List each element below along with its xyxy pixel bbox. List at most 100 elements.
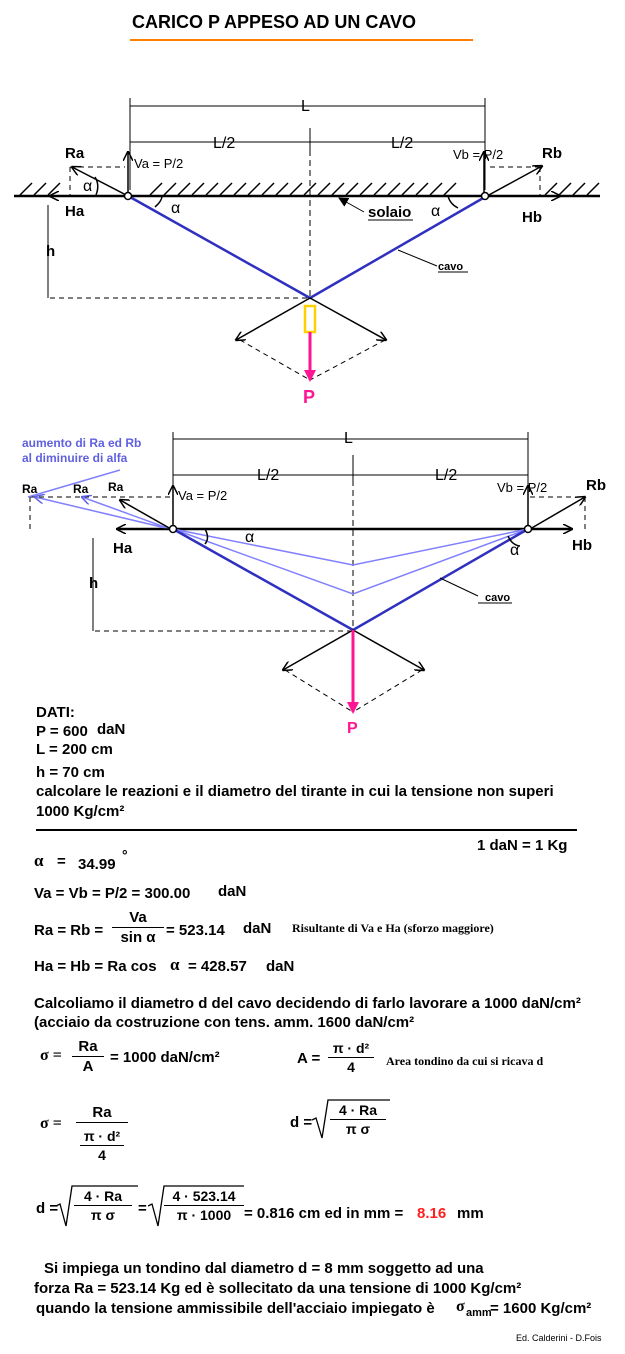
conversion-note: 1 daN = 1 Kg: [477, 837, 568, 854]
ra-unit: daN: [243, 920, 272, 937]
conclusion-sub: amm: [466, 1307, 492, 1319]
d1-h: h: [46, 243, 55, 260]
area-num: π · d²: [332, 1040, 370, 1056]
alpha-eq: =: [57, 853, 66, 870]
area-fraction: π · d² 4: [328, 1040, 374, 1075]
d2-mm-unit: mm: [457, 1205, 484, 1222]
d1-Hb: Hb: [522, 209, 542, 226]
sigma2-inner-den: 4: [98, 1147, 106, 1163]
d2-note-1: aumento di Ra ed Rb: [22, 436, 141, 450]
ra-value: = 523.14: [166, 922, 225, 939]
d2-Ha: Ha: [113, 540, 133, 557]
data-task-1: calcolare le reazioni e il diametro del …: [36, 783, 554, 800]
d2-note-2: al diminuire di alfa: [22, 451, 128, 465]
alpha-symbol: α: [34, 851, 44, 870]
sigma2-num: Ra: [92, 1104, 112, 1121]
cable-1: [129, 195, 486, 300]
d2-cavo: cavo: [485, 592, 510, 604]
d2-fraction-1: 4 · Ra π σ: [74, 1188, 132, 1223]
d1-alpha-b: α: [171, 200, 180, 217]
data-task-2: 1000 Kg/cm²: [36, 803, 125, 820]
data-P-unit: daN: [97, 721, 126, 738]
diagram-1: L L/2 L/2 Ra Va = P/2 Vb = P/2 Rb Ha Hb …: [14, 98, 600, 407]
ha-alpha: α: [170, 955, 180, 974]
area-note: Area tondino da cui si ricava d: [386, 1054, 544, 1068]
d2-Vb: Vb = P/2: [497, 480, 547, 495]
diam-line-1: Calcoliamo il diametro d del cavo decide…: [34, 995, 581, 1012]
d1-P: P: [303, 387, 315, 407]
d1-L2-right: L/2: [391, 135, 413, 152]
d2-L2-left: L/2: [257, 467, 279, 484]
va-line: Va = Vb = P/2 = 300.00: [34, 885, 191, 902]
d1-alpha-a: α: [83, 178, 92, 195]
diagram-2: aumento di Ra ed Rb al diminuire di alfa: [22, 430, 606, 737]
va-unit: daN: [218, 883, 247, 900]
sigma2-lhs: σ =: [40, 1115, 62, 1132]
d-den: π σ: [345, 1121, 371, 1137]
area-lhs: A =: [297, 1050, 321, 1067]
alpha-degree: °: [122, 847, 128, 863]
diam-line-2: (acciaio da costruzione con tens. amm. 1…: [34, 1014, 415, 1031]
ceiling-hatch-1: [14, 182, 600, 198]
d2-eq: =: [138, 1200, 147, 1217]
d1-cavo: cavo: [438, 261, 463, 273]
ha-unit: daN: [266, 958, 295, 975]
sigma2-fraction: Ra π · d² 4: [76, 1104, 128, 1163]
d2-den2: π · 1000: [176, 1207, 232, 1223]
d2-Ra-3: Ra: [108, 480, 124, 494]
d1-Ha: Ha: [65, 203, 85, 220]
d-num: 4 · Ra: [338, 1102, 378, 1118]
dimension-lines-1: [129, 98, 486, 190]
ra-num: Va: [129, 909, 147, 926]
d2-Va: Va = P/2: [178, 488, 227, 503]
d2-den: π σ: [90, 1207, 116, 1223]
d1-alpha-c: α: [431, 203, 440, 220]
data-heading: DATI:: [36, 704, 75, 721]
conclusion-3: quando la tensione ammissibile dell'acci…: [36, 1300, 435, 1317]
d2-result: = 0.816 cm ed in mm =: [244, 1205, 404, 1222]
d2-fraction-2: 4 · 523.14 π · 1000: [164, 1188, 244, 1223]
conclusion-2: forza Ra = 523.14 Kg ed è sollecitato da…: [34, 1280, 522, 1297]
alpha-value: 34.99: [78, 856, 116, 873]
d2-sqrt-sign-1: [56, 1185, 138, 1227]
ra-den: sin α: [120, 929, 156, 946]
d1-L: L: [301, 98, 310, 115]
title-underline: [130, 39, 473, 41]
conclusion-value: = 1600 Kg/cm²: [490, 1300, 592, 1317]
d-fraction: 4 · Ra π σ: [330, 1102, 386, 1137]
ha-value: = 428.57: [188, 958, 247, 975]
ra-note: Risultante di Va e Ha (sforzo maggiore): [292, 921, 494, 935]
data-L: L = 200 cm: [36, 741, 113, 758]
sigma-fraction: Ra A: [72, 1038, 104, 1075]
d2-num: 4 · Ra: [83, 1188, 123, 1204]
d-sqrt-sign: [312, 1099, 390, 1139]
sigma-den: A: [82, 1058, 94, 1075]
ra-fraction: Va sin α: [112, 909, 164, 946]
d2-Ra-2: Ra: [73, 482, 89, 496]
d1-Vb: Vb = P/2: [453, 147, 503, 162]
data-h: h = 70 cm: [36, 764, 105, 781]
d2-L2-right: L/2: [435, 467, 457, 484]
ra-lhs: Ra = Rb =: [34, 922, 104, 939]
d2-Rb: Rb: [586, 477, 606, 494]
area-den: 4: [347, 1059, 355, 1075]
data-P: P = 600: [36, 723, 88, 740]
d1-Ra: Ra: [65, 145, 85, 162]
d1-solaio: solaio: [368, 204, 411, 221]
conclusion-1: Si impiega un tondino dal diametro d = 8…: [44, 1260, 484, 1277]
d1-Rb: Rb: [542, 145, 562, 162]
d1-L2-left: L/2: [213, 135, 235, 152]
credit: Ed. Calderini - D.Fois: [516, 1333, 602, 1343]
sigma-num: Ra: [78, 1038, 98, 1055]
d2-lhs: d =: [36, 1200, 59, 1217]
sigma2-inner-num: π · d²: [83, 1128, 121, 1144]
d2-alpha-b: α: [510, 542, 519, 559]
d2-alpha-a: α: [245, 529, 254, 546]
d1-Va: Va = P/2: [134, 156, 183, 171]
d2-Ra-1: Ra: [22, 482, 38, 496]
conclusion-sigma: σ: [456, 1298, 465, 1315]
page-title: CARICO P APPESO AD UN CAVO: [132, 12, 417, 32]
d2-P: P: [347, 720, 358, 737]
cable-2: [172, 527, 529, 632]
d-lhs: d =: [290, 1114, 313, 1131]
